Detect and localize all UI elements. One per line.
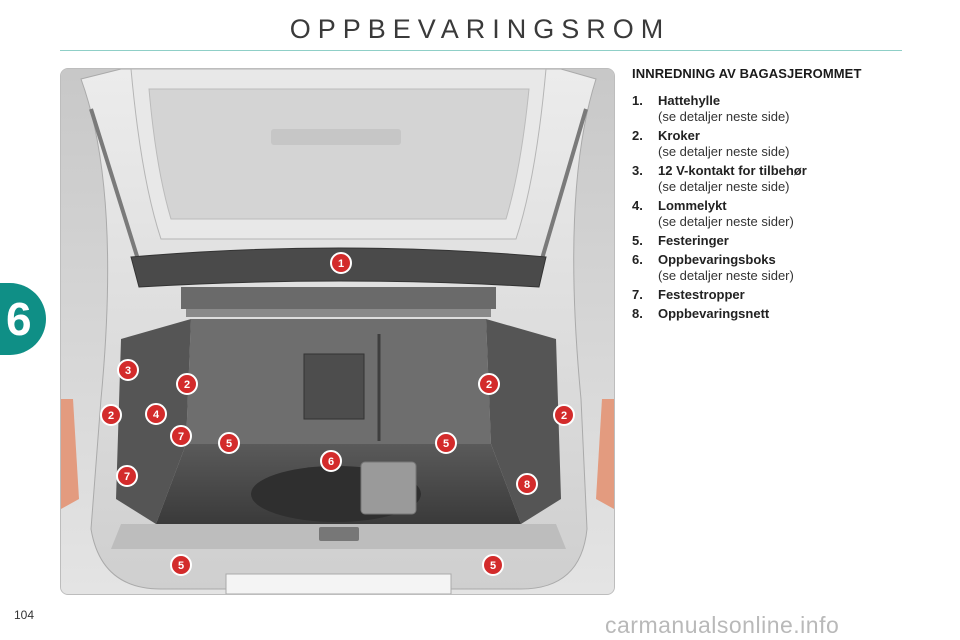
item-name: Oppbevaringsnett [658, 306, 770, 321]
svg-text:8: 8 [524, 479, 530, 491]
svg-text:4: 4 [153, 409, 160, 421]
item-number: 2. [632, 128, 643, 143]
marker-3: 3 [117, 359, 139, 381]
list-item: 5. Festeringer [632, 233, 932, 249]
list-item: 6. Oppbevaringsboks (se detaljer neste s… [632, 252, 932, 284]
page-title: OPPBEVARINGSROM [289, 14, 671, 44]
svg-text:5: 5 [226, 438, 232, 450]
svg-text:5: 5 [443, 438, 449, 450]
item-name: Oppbevaringsboks [658, 252, 776, 267]
item-number: 4. [632, 198, 643, 213]
svg-text:1: 1 [338, 258, 344, 270]
item-detail: (se detaljer neste side) [658, 179, 790, 194]
item-detail: (se detaljer neste sider) [658, 268, 794, 283]
item-number: 5. [632, 233, 643, 248]
list-item: 7. Festestropper [632, 287, 932, 303]
item-number: 3. [632, 163, 643, 178]
svg-text:3: 3 [125, 365, 131, 377]
marker-6: 6 [320, 450, 342, 472]
item-detail: (se detaljer neste side) [658, 109, 790, 124]
legend-list: 1. Hattehylle (se detaljer neste side) 2… [632, 93, 932, 322]
marker-4: 4 [145, 403, 167, 425]
title-divider [60, 50, 902, 51]
marker-7-lower: 7 [116, 465, 138, 487]
item-detail: (se detaljer neste side) [658, 144, 790, 159]
item-name: Kroker [658, 128, 700, 143]
chapter-tab[interactable]: 6 [0, 283, 46, 355]
legend-panel: INNREDNING AV BAGASJEROMMET 1. Hattehyll… [632, 66, 932, 325]
item-name: 12 V-kontakt for tilbehør [658, 163, 807, 178]
trunk-illustration: 1 2 2 2 2 3 4 5 5 5 5 6 [60, 68, 615, 595]
item-number: 6. [632, 252, 643, 267]
page-number: 104 [14, 608, 35, 622]
marker-5-left: 5 [218, 432, 240, 454]
list-item: 4. Lommelykt (se detaljer neste sider) [632, 198, 932, 230]
chapter-number: 6 [6, 293, 32, 345]
svg-text:5: 5 [490, 560, 496, 572]
item-number: 7. [632, 287, 643, 302]
list-item: 3. 12 V-kontakt for tilbehør (se detalje… [632, 163, 932, 195]
watermark[interactable]: carmanualsonline.info [605, 612, 840, 638]
item-name: Festeringer [658, 233, 729, 248]
item-detail: (se detaljer neste sider) [658, 214, 794, 229]
item-name: Lommelykt [658, 198, 727, 213]
svg-text:5: 5 [178, 560, 184, 572]
list-item: 1. Hattehylle (se detaljer neste side) [632, 93, 932, 125]
item-number: 1. [632, 93, 643, 108]
svg-text:2: 2 [184, 379, 190, 391]
section-heading: INNREDNING AV BAGASJEROMMET [632, 66, 862, 81]
list-item: 2. Kroker (se detaljer neste side) [632, 128, 932, 160]
marker-2-left-upper: 2 [176, 373, 198, 395]
item-name: Hattehylle [658, 93, 721, 108]
marker-7-upper: 7 [170, 425, 192, 447]
trunk-drawing: 1 2 2 2 2 3 4 5 5 5 5 6 [61, 69, 614, 594]
svg-text:7: 7 [178, 431, 184, 443]
svg-text:2: 2 [561, 410, 567, 422]
marker-5-bumper-left: 5 [170, 554, 192, 576]
marker-2-left-lower: 2 [100, 404, 122, 426]
marker-2-right-lower: 2 [553, 404, 575, 426]
item-name: Festestropper [658, 287, 745, 302]
svg-text:6: 6 [328, 456, 334, 468]
marker-5-right: 5 [435, 432, 457, 454]
svg-text:7: 7 [124, 471, 130, 483]
marker-5-bumper-right: 5 [482, 554, 504, 576]
marker-1: 1 [330, 252, 352, 274]
list-item: 8. Oppbevaringsnett [632, 306, 932, 322]
marker-8: 8 [516, 473, 538, 495]
svg-text:2: 2 [486, 379, 492, 391]
svg-text:2: 2 [108, 410, 114, 422]
marker-2-right-upper: 2 [478, 373, 500, 395]
item-number: 8. [632, 306, 643, 321]
